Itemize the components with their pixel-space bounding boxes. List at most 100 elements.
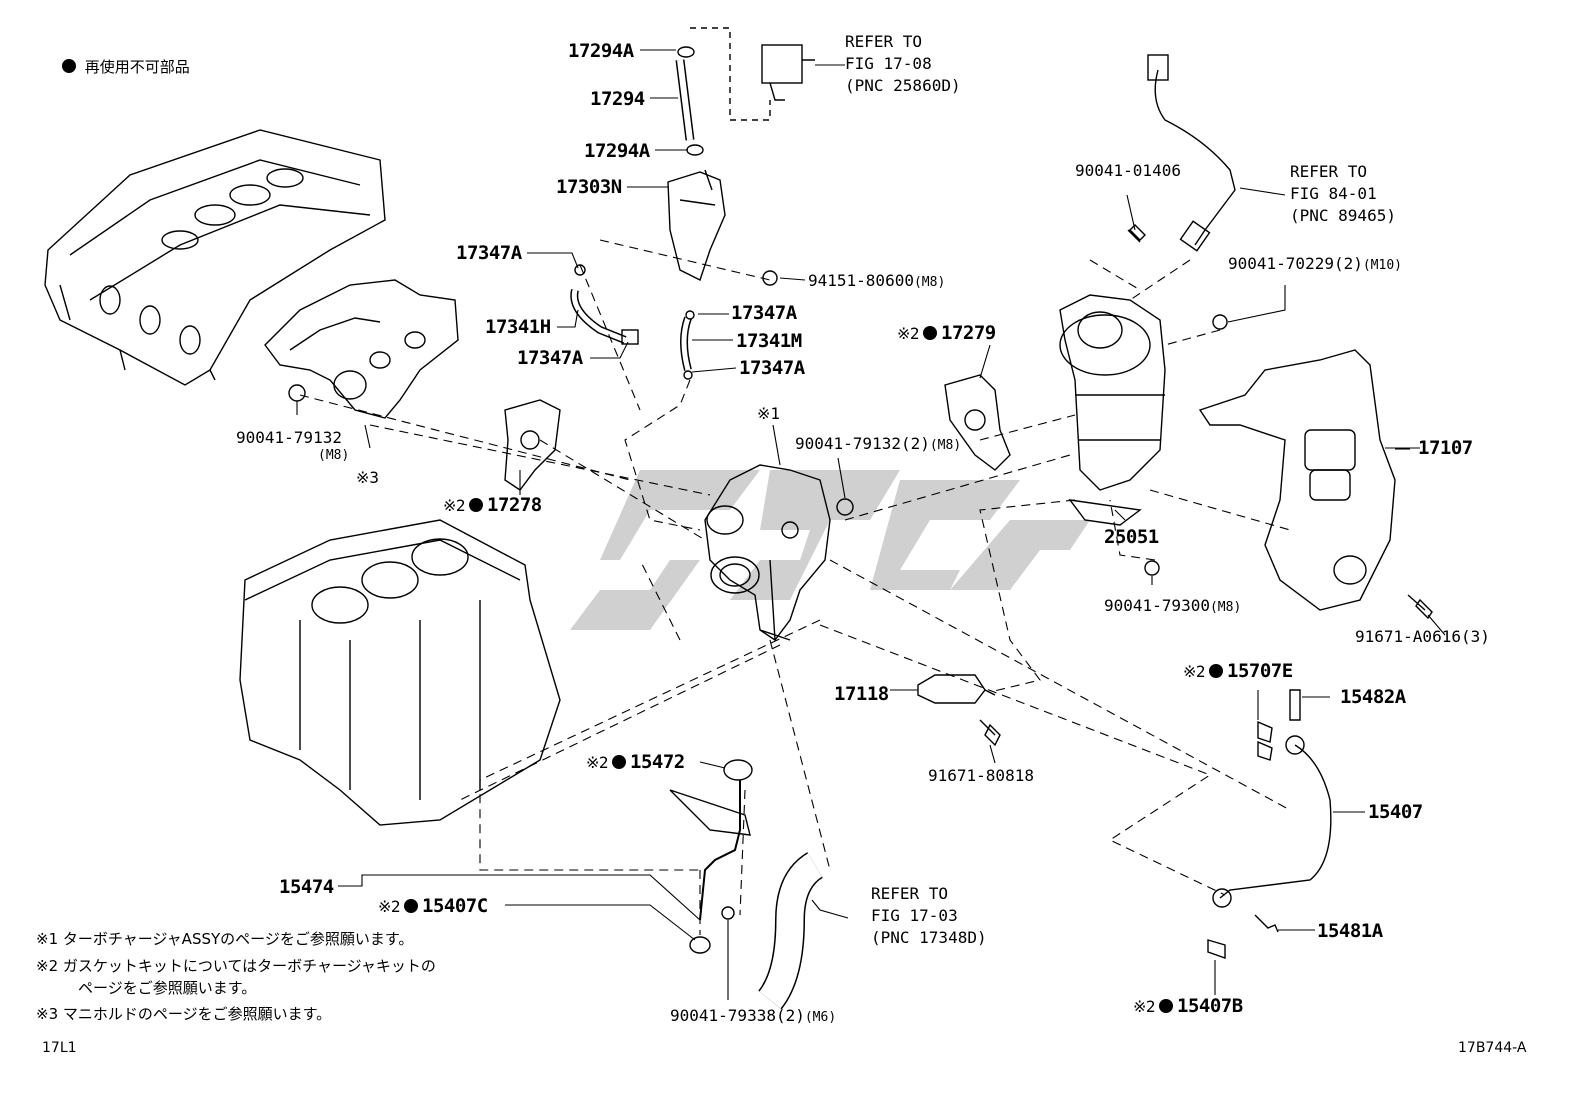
non-reusable-dot-icon [1159,999,1174,1013]
part-label-17347A-r1[interactable]: 17347A [731,302,797,324]
ref-mark: ※2 [897,324,920,343]
insulator-17107-illustration [1198,349,1396,611]
gasket-17278-illustration [504,399,561,491]
ref-mark-1: ※1 [757,404,781,423]
watermark-logo [570,470,1090,630]
part-label-17294A-mid[interactable]: 17294A [584,140,650,162]
part-number: 15407B [1177,995,1243,1017]
part-label-17341M[interactable]: 17341M [736,330,802,352]
part-label-15482A[interactable]: 15482A [1340,686,1406,708]
part-label-15407C[interactable]: ※2 15407C [378,895,488,918]
figure-code-right: 17B744-A [1458,1040,1527,1056]
bolt-15481A-illustration [1254,914,1279,933]
size-spec: (M8) [1209,600,1242,615]
ref-mark: ※2 [443,496,466,515]
size-spec-90041-79132-left: (M8) [318,448,350,463]
legend-text: 再使用不可部品 [84,58,190,76]
ref-mark: ※2 [586,753,609,772]
gasket-15707E-illustration [1257,720,1273,761]
nut-90041-79132-l-illustration [288,384,306,402]
bolt-15482A-illustration [1289,689,1301,721]
part-number: 15407C [422,895,488,917]
part-number: 90041-79132(2) [795,434,930,453]
part-label-15407[interactable]: 15407 [1368,801,1423,823]
part-number: 15707E [1227,660,1293,682]
part-number: 17279 [941,322,996,344]
size-spec: (M8) [929,438,962,453]
insulator-17303N-illustration [667,171,726,281]
part-label-17118[interactable]: 17118 [834,683,889,705]
ref-mark: ※2 [1183,662,1206,681]
part-number: 94151-80600 [808,271,914,290]
non-reusable-dot-icon [923,326,938,340]
part-label-90041-01406[interactable]: 90041-01406 [1075,161,1181,180]
part-number: 90041-79338(2) [670,1006,805,1025]
part-label-15481A[interactable]: 15481A [1317,920,1383,942]
part-number: 17278 [487,494,542,516]
footnote-2: ※2 ガスケットキットについてはターボチャージャキットの [36,957,436,975]
nut-90041-79338-illustration [721,906,735,920]
cylinder-head-illustration [44,129,386,386]
size-spec: (M8) [913,275,946,290]
footnote-3: ※3 マニホルドのページをご参照願います。 [36,1005,332,1023]
part-label-90041-70229[interactable]: 90041-70229(2)(M10) [1228,254,1402,276]
part-label-15474[interactable]: 15474 [279,876,334,898]
legend: 再使用不可部品 [62,56,190,78]
part-label-90041-79338[interactable]: 90041-79338(2)(M6) [670,1006,836,1028]
part-label-17347A-left[interactable]: 17347A [456,242,522,264]
ref-mark-3: ※3 [356,468,380,487]
nut-90041-70229-illustration [1212,314,1228,330]
exhaust-manifold-illustration [264,279,459,419]
part-label-17279[interactable]: ※2 17279 [897,322,996,345]
non-reusable-dot-icon [404,899,419,913]
part-number: 15472 [630,751,685,773]
part-number: 90041-70229(2) [1228,254,1363,273]
part-number: 90041-79300 [1104,596,1210,615]
nut-90041-79132-c-illustration [836,498,854,516]
bolt-91671-80818-illustration [979,719,1001,747]
leader-lines [296,49,1446,1000]
part-label-91671-80818[interactable]: 91671-80818 [928,766,1034,785]
gasket-17279-illustration [944,374,1011,471]
part-label-17294[interactable]: 17294 [590,88,645,110]
part-label-25051[interactable]: 25051 [1104,526,1159,548]
part-label-17278[interactable]: ※2 17278 [443,494,542,517]
gasket-15472-illustration [723,759,753,781]
footnote-2-continued: ページをご参照願います。 [78,979,257,997]
part-label-15707E[interactable]: ※2 15707E [1183,660,1293,683]
part-label-90041-79132-left[interactable]: 90041-79132 [236,428,342,447]
oil-pipe-15407-illustration [1219,744,1332,899]
nut-94151-illustration [762,270,778,286]
nut-90041-79300-illustration [1144,560,1160,576]
part-label-90041-79132-center[interactable]: 90041-79132(2)(M8) [795,434,961,456]
non-reusable-dot-icon [62,59,76,73]
part-label-94151[interactable]: 94151-80600(M8) [808,271,945,293]
part-label-17294A-top[interactable]: 17294A [568,40,634,62]
non-reusable-dot-icon [612,755,627,769]
refer-fig-84-01[interactable]: REFER TO FIG 84-01 (PNC 89465) [1290,162,1396,225]
part-label-91671-A0616[interactable]: 91671-A0616(3) [1355,627,1490,646]
ref-mark: ※2 [378,897,401,916]
bolt-91671-A0616-illustration [1407,594,1433,620]
part-label-90041-79300[interactable]: 90041-79300(M8) [1104,596,1241,618]
oxygen-sensor-illustration [1154,69,1236,246]
size-spec: (M10) [1362,258,1402,273]
sensor-reference-box [690,27,771,121]
part-label-17347A-low[interactable]: 17347A [517,347,583,369]
part-label-15472[interactable]: ※2 15472 [586,751,685,774]
bolt-90041-01406-illustration [1127,224,1146,243]
converter-25051-illustration [1059,294,1166,526]
assembly-lines [299,239,1291,935]
part-label-17347A-r2[interactable]: 17347A [739,357,805,379]
part-label-17303N[interactable]: 17303N [556,176,622,198]
sensor-25860D-illustration [761,44,815,101]
refer-fig-17-03[interactable]: REFER TO FIG 17-03 (PNC 17348D) [871,884,987,947]
part-label-17107[interactable]: 17107 [1418,437,1473,459]
oil-pipe-15474-illustration [699,780,741,921]
part-label-17341H[interactable]: 17341H [485,316,551,338]
non-reusable-dot-icon [1209,664,1224,678]
refer-fig-17-08[interactable]: REFER TO FIG 17-08 (PNC 25860D) [845,32,961,95]
